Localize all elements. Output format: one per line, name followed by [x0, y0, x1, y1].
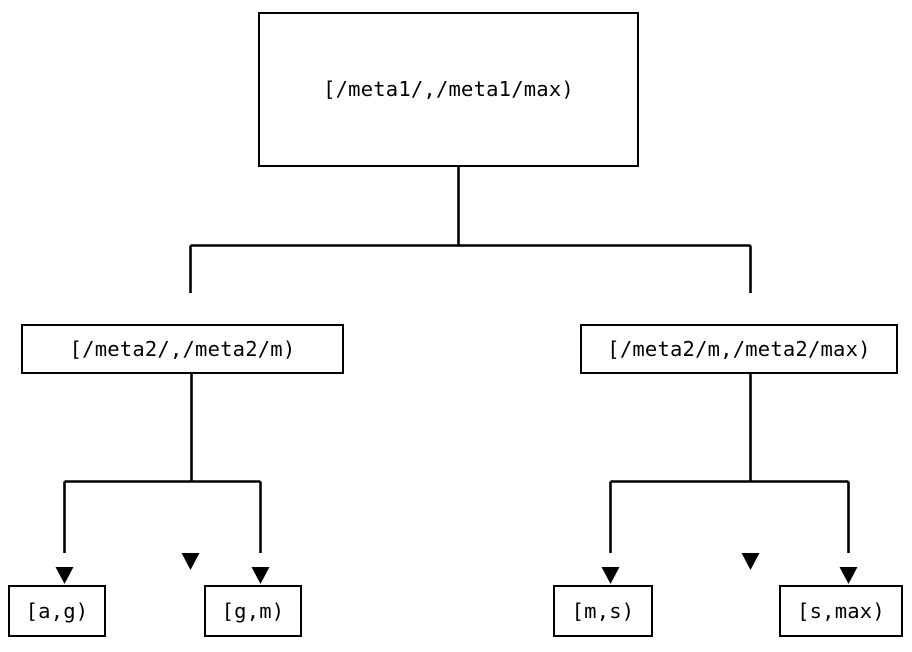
node-mid-right[interactable]: [/meta2/m,/meta2/max)	[580, 324, 898, 374]
arrowhead-to-mid-right	[741, 553, 760, 570]
node-leaf-1-label: [a,g)	[25, 598, 89, 623]
node-leaf-3-label: [m,s)	[571, 598, 635, 623]
arrowhead-to-leaf-3	[601, 567, 620, 584]
node-leaf-4[interactable]: [s,max)	[779, 585, 903, 637]
arrowhead-to-mid-left	[181, 553, 200, 570]
arrowhead-to-leaf-1	[55, 567, 74, 584]
node-leaf-1[interactable]: [a,g)	[8, 585, 106, 637]
node-mid-right-label: [/meta2/m,/meta2/max)	[607, 336, 871, 361]
node-leaf-4-label: [s,max)	[797, 598, 885, 623]
node-mid-left-label: [/meta2/,/meta2/m)	[69, 336, 296, 361]
arrowhead-to-leaf-4	[839, 567, 858, 584]
node-mid-left[interactable]: [/meta2/,/meta2/m)	[21, 324, 344, 374]
arrowhead-to-leaf-2	[251, 567, 270, 584]
node-leaf-2[interactable]: [g,m)	[204, 585, 302, 637]
node-leaf-2-label: [g,m)	[221, 598, 285, 623]
node-root-label: [/meta1/,/meta1/max)	[323, 77, 574, 102]
node-root[interactable]: [/meta1/,/meta1/max)	[258, 12, 639, 167]
node-leaf-3[interactable]: [m,s)	[553, 585, 653, 637]
